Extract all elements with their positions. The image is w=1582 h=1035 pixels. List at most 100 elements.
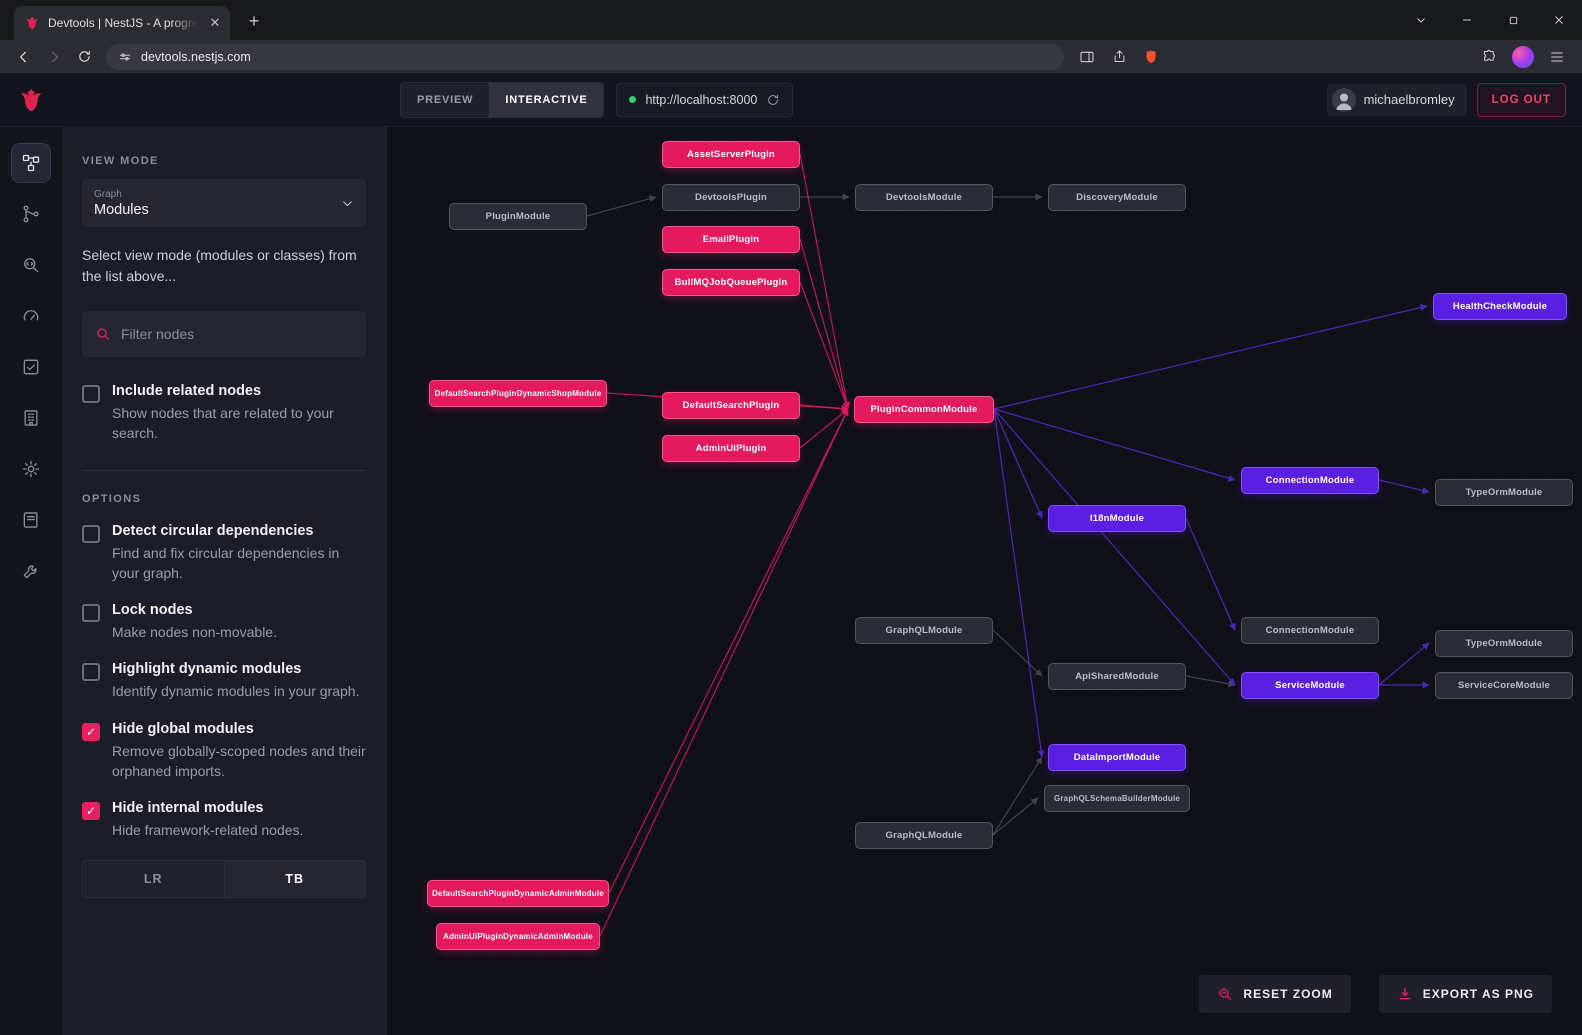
option-desc: Make nodes non-movable. [112, 624, 277, 641]
option-checkbox[interactable] [82, 663, 100, 682]
rail-code-search-icon[interactable] [11, 245, 51, 285]
forward-button[interactable] [40, 44, 68, 70]
options-label: OPTIONS [82, 492, 142, 505]
tab-close-icon[interactable]: ✕ [209, 15, 221, 30]
graph-node-assetServer[interactable]: AssetServerPlugin [662, 140, 800, 168]
target-url-field[interactable]: http://localhost:8000 [616, 82, 794, 117]
graph-edge [799, 238, 850, 410]
rail-git-graph-icon[interactable] [11, 194, 51, 234]
graph-node-bullmq[interactable]: BullMQJobQueuePlugin [662, 268, 800, 296]
graph-edge [992, 756, 1043, 836]
graph-node-graphqlBottom[interactable]: GraphQLModule [855, 821, 993, 849]
option-checkbox[interactable]: ✓ [82, 722, 100, 741]
layout-direction-toggle: LR TB [82, 859, 366, 898]
new-tab-button[interactable]: + [248, 10, 260, 31]
layout-tb-button[interactable]: TB [224, 860, 365, 897]
option-checkbox[interactable] [82, 604, 100, 623]
graph-node-dspShopModule[interactable]: DefaultSearchPluginDynamicShopModule [429, 379, 607, 407]
graph-node-adminUiAdminModule[interactable]: AdminUiPluginDynamicAdminModule [436, 922, 600, 950]
share-icon[interactable] [1104, 44, 1134, 70]
export-png-button[interactable]: EXPORT AS PNG [1378, 975, 1552, 1013]
graph-edge [1185, 517, 1236, 631]
reset-zoom-label: RESET ZOOM [1243, 987, 1333, 1001]
graph-node-connectionGray[interactable]: ConnectionModule [1241, 616, 1379, 644]
preview-button[interactable]: PREVIEW [401, 82, 490, 117]
browser-toolbar: devtools.nestjs.com [0, 40, 1582, 73]
menu-hamburger-icon[interactable] [1542, 44, 1572, 70]
graph-edges-layer [586, 153, 1430, 937]
graph-node-dataImport[interactable]: DataImportModule [1048, 743, 1186, 771]
search-icon [97, 328, 109, 340]
export-png-label: EXPORT AS PNG [1422, 987, 1534, 1001]
window-close-button[interactable] [1536, 0, 1582, 40]
graph-node-emailPlugin[interactable]: EmailPlugin [662, 225, 800, 253]
brave-shield-icon[interactable] [1136, 44, 1166, 70]
include-related-desc: Show nodes that are related to your sear… [112, 405, 334, 442]
include-related-checkbox[interactable] [82, 385, 100, 403]
graph-node-discoveryModule[interactable]: DiscoveryModule [1048, 183, 1186, 211]
rail-settings-gear-icon[interactable] [11, 449, 51, 489]
graph-node-pluginCommon[interactable]: PluginCommonModule [854, 395, 994, 423]
graph-node-typeOrmBottom[interactable]: TypeOrmModule [1435, 629, 1573, 657]
reset-zoom-button[interactable]: RESET ZOOM [1199, 975, 1351, 1013]
dropdown-value: Modules [94, 201, 149, 218]
graph-node-pluginModule[interactable]: PluginModule [449, 202, 587, 230]
rail-docs-icon[interactable] [11, 500, 51, 540]
layout-lr-button[interactable]: LR [83, 860, 225, 897]
profile-avatar[interactable] [1508, 44, 1538, 70]
option-title: Hide global modules [112, 720, 254, 737]
refresh-icon[interactable] [766, 93, 780, 107]
graph-node-gqlSchemaBuilder[interactable]: GraphQLSchemaBuilderModule [1044, 784, 1190, 812]
filter-nodes-field[interactable] [82, 311, 366, 357]
rail-checklist-icon[interactable] [11, 347, 51, 387]
window-maximize-button[interactable] [1490, 0, 1536, 40]
option-desc: Hide framework-related nodes. [112, 822, 304, 839]
option-checkbox[interactable] [82, 524, 100, 543]
graph-node-graphqlTop[interactable]: GraphQLModule [855, 616, 993, 644]
sidebar-toggle-icon[interactable] [1072, 44, 1102, 70]
filter-nodes-input[interactable] [121, 326, 353, 342]
view-mode-dropdown[interactable]: Graph Modules [82, 179, 366, 227]
graph-edge [993, 408, 1236, 482]
graph-edge [993, 408, 1236, 686]
include-related-row: Include related nodes Show nodes that ar… [82, 383, 366, 444]
site-settings-tune-icon[interactable] [118, 50, 132, 64]
rail-organization-icon[interactable] [11, 398, 51, 438]
graph-node-connectionPurple[interactable]: ConnectionModule [1241, 466, 1379, 494]
graph-node-adminUiPlugin[interactable]: AdminUiPlugin [662, 434, 800, 462]
graph-node-devtoolsModule[interactable]: DevtoolsModule [855, 183, 993, 211]
tab-title: Devtools | NestJS - A progressive [48, 16, 198, 30]
back-button[interactable] [10, 44, 38, 70]
dropdown-label: Graph [94, 188, 122, 200]
settings-panel: VIEW MODE Graph Modules Select view mode… [62, 127, 387, 1035]
interactive-button[interactable]: INTERACTIVE [489, 82, 604, 117]
divider [82, 469, 366, 471]
extensions-puzzle-icon[interactable] [1474, 44, 1504, 70]
graph-node-defaultSearchPlugin[interactable]: DefaultSearchPlugin [662, 391, 800, 419]
reload-button[interactable] [70, 44, 98, 70]
graph-node-dspAdminModule[interactable]: DefaultSearchPluginDynamicAdminModule [427, 879, 609, 907]
rail-gauge-icon[interactable] [11, 296, 51, 336]
graph-node-serviceModule[interactable]: ServiceModule [1241, 671, 1379, 699]
graph-node-serviceCore[interactable]: ServiceCoreModule [1435, 671, 1573, 699]
option-checkbox[interactable]: ✓ [82, 802, 100, 821]
chevron-down-icon [343, 200, 352, 206]
tab-search-chevron-icon[interactable] [1398, 0, 1444, 40]
rail-tools-wrench-icon[interactable] [11, 551, 51, 591]
graph-node-i18n[interactable]: I18nModule [1048, 504, 1186, 532]
user-chip[interactable]: michaelbromley [1326, 83, 1467, 116]
graph-node-apiShared[interactable]: ApiSharedModule [1048, 662, 1186, 690]
rail-graph-icon[interactable] [11, 143, 51, 183]
option-desc: Remove globally-scoped nodes and their o… [112, 742, 366, 780]
graph-edge [799, 408, 849, 449]
graph-node-typeOrmTop[interactable]: TypeOrmModule [1435, 478, 1573, 506]
browser-tab[interactable]: Devtools | NestJS - A progressive ✕ [14, 6, 230, 40]
logout-button[interactable]: LOG OUT [1476, 82, 1566, 117]
graph-node-devtoolsPlugin[interactable]: DevtoolsPlugin [662, 183, 800, 211]
window-minimize-button[interactable] [1444, 0, 1490, 40]
address-bar[interactable]: devtools.nestjs.com [106, 43, 1064, 70]
graph-node-healthCheck[interactable]: HealthCheckModule [1433, 292, 1567, 320]
